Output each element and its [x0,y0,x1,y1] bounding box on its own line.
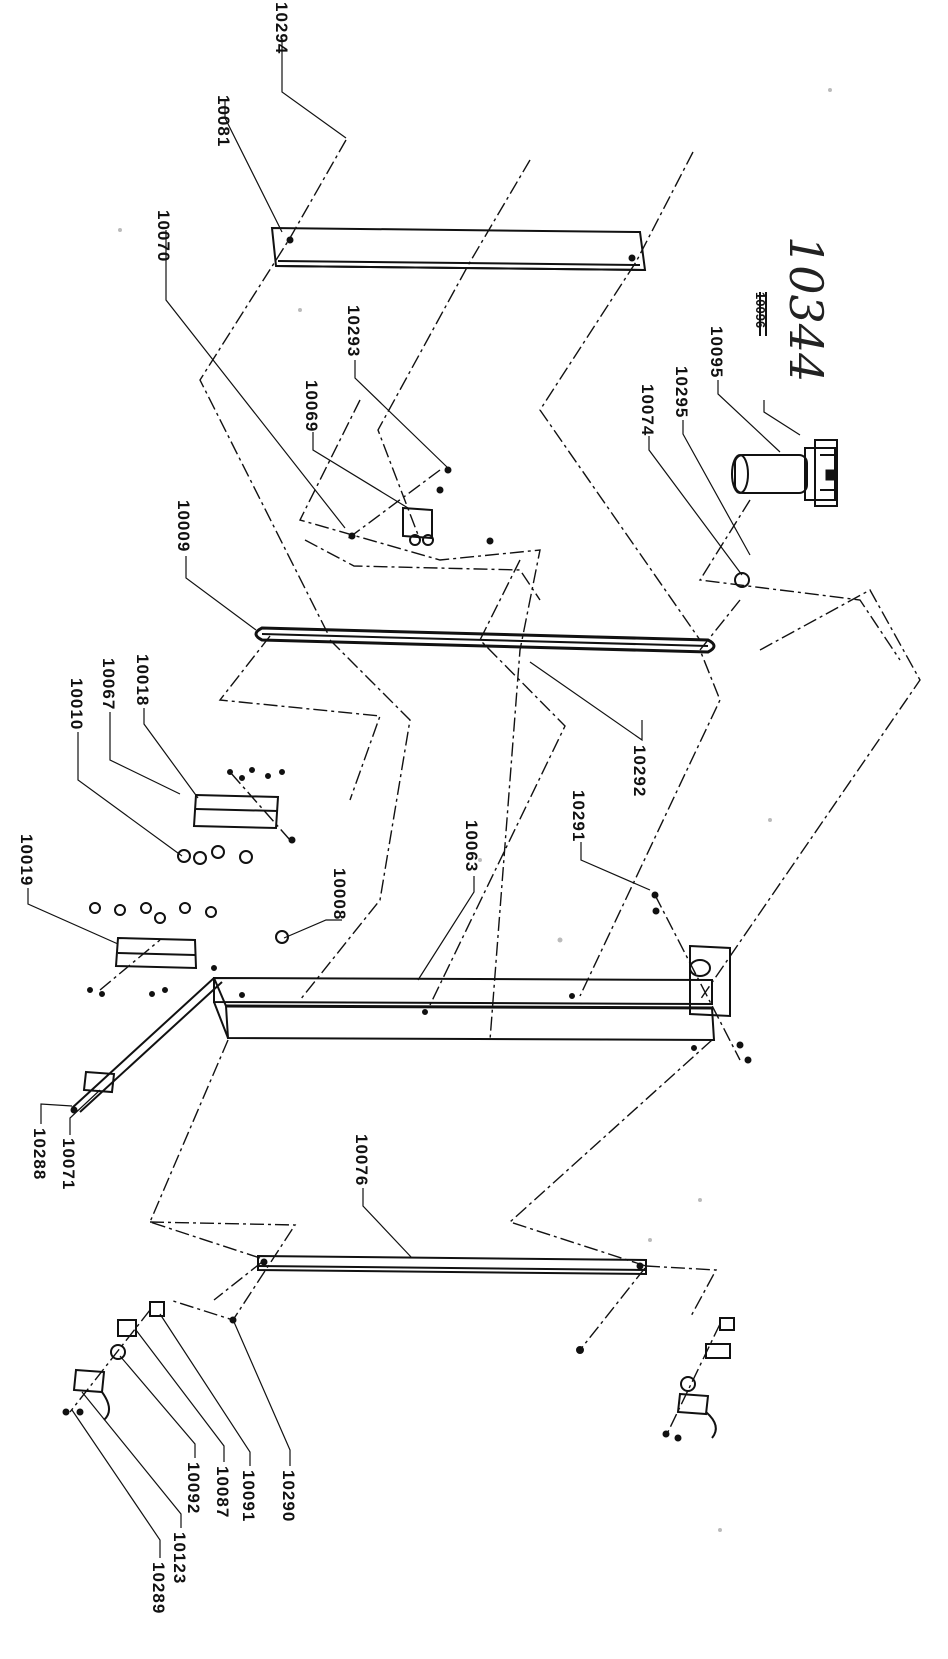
callout-10009: 10009 [174,500,193,552]
callout-labels: 10081 10294 10070 10293 10069 10095 1007… [17,2,726,1614]
callout-10070: 10070 [154,210,173,262]
assembly-lines [69,139,921,1437]
callout-10290: 10290 [279,1470,298,1522]
callout-10063: 10063 [462,820,481,872]
lower-left-hardware [62,1301,165,1421]
callout-10018: 10018 [133,654,152,706]
scan-noise [118,88,832,1532]
callout-10008: 10008 [330,868,349,920]
callout-10010: 10010 [67,678,86,730]
callout-10123: 10123 [170,1532,189,1584]
strut-10071 [70,977,223,1114]
callout-10091: 10091 [239,1470,258,1522]
callout-10076: 10076 [352,1134,371,1186]
bracket-10018 [177,767,296,865]
callout-10289: 10289 [149,1562,168,1614]
callout-10292: 10292 [630,745,649,797]
callout-10081: 10081 [214,95,233,147]
callout-10295: 10295 [672,366,691,418]
panel-10081 [270,226,647,272]
callout-10067: 10067 [99,658,118,710]
callout-10069: 10069 [302,380,321,432]
handwritten-note: 10344 [779,236,833,382]
callout-10095: 10095 [707,326,726,378]
callout-10294: 10294 [272,2,291,54]
callout-10074: 10074 [638,384,657,436]
leader-lines [27,38,801,1558]
callout-10291: 10291 [569,790,588,842]
motor-10095 [731,439,838,588]
callout-10293: 10293 [344,305,363,357]
callout-10087: 10087 [213,1466,232,1518]
lower-right-hardware [662,1317,735,1442]
bracket-10069 [348,466,494,546]
rail-10076 [229,1254,647,1354]
rod-10009 [254,626,716,654]
callout-10092: 10092 [184,1462,203,1514]
struck-label-group: 10096 [753,292,768,336]
bracket-10019 [87,902,217,997]
callout-10288: 10288 [30,1128,49,1180]
callout-10019: 10019 [17,834,36,886]
callout-10071: 10071 [59,1138,78,1190]
channel-10063 [213,891,752,1064]
